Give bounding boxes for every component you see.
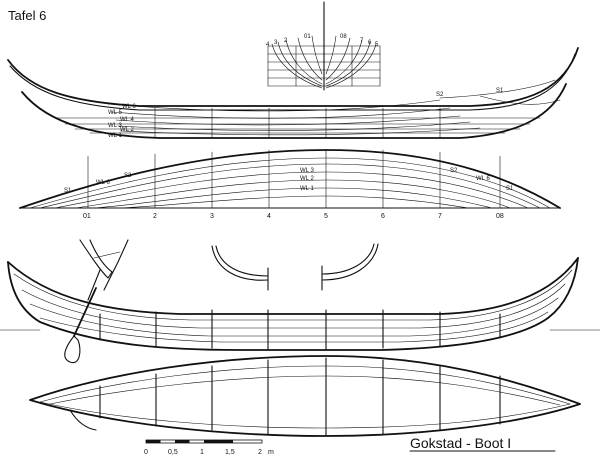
scale-tick: 0,5 (168, 449, 178, 456)
scale-tick: 2 (258, 449, 262, 456)
profile-view: WL 6 WL 5 WL 4 WL 3 WL 2 WL 1 S2 S1 (7, 47, 579, 139)
body-plan-right-label: 08 (340, 34, 347, 40)
drawing-caption: Gokstad - Boot I (410, 435, 511, 451)
station-label: 5 (324, 213, 328, 220)
body-plan-left-label: 01 (304, 34, 311, 40)
body-plan-left-label: 3 (274, 40, 278, 46)
hb-right-label: S2 (450, 168, 458, 174)
scale-unit: m (268, 449, 274, 456)
hb-wl-label: WL 3 (300, 168, 314, 174)
sheer-label: S2 (436, 92, 444, 98)
body-plan-right-label: 7 (360, 38, 364, 44)
body-plan-right-label: 6 (368, 40, 372, 46)
hb-right-label: WL 6 (476, 176, 490, 182)
cross-section-right (321, 243, 379, 291)
hb-left-label: S1 (64, 188, 72, 194)
hull-shell-view (29, 355, 581, 437)
wl-label: WL 3 (108, 123, 122, 129)
hb-wl-label: WL 1 (300, 186, 314, 192)
station-label: 7 (438, 213, 442, 220)
wl-label: WL 5 (108, 110, 122, 116)
body-plan-right-label: 5 (375, 42, 379, 48)
cross-section-left (211, 245, 269, 291)
body-plan: 4 3 2 01 08 7 6 5 (266, 1, 381, 91)
station-label: 2 (153, 213, 157, 220)
wl-label: WL 6 (122, 104, 136, 110)
hb-left-label: WL 6 (96, 180, 110, 186)
sheer-label: S1 (496, 88, 504, 94)
scale-tick: 1,5 (225, 449, 235, 456)
wl-label: WL 2 (120, 127, 134, 133)
hb-wl-label: WL 2 (300, 176, 314, 182)
station-label: 3 (210, 213, 214, 220)
station-label: 08 (496, 213, 504, 220)
station-label: 6 (381, 213, 385, 220)
wl-label: WL 1 (108, 133, 122, 139)
wl-label: WL 4 (120, 117, 134, 123)
plate-title: Tafel 6 (8, 8, 46, 23)
scale-tick: 1 (200, 449, 204, 456)
hb-left-label: S2 (124, 173, 132, 179)
station-label: 01 (83, 213, 91, 220)
rudder-detail (79, 239, 129, 301)
station-label: 4 (267, 213, 271, 220)
hb-right-label: S1 (506, 186, 514, 192)
half-breadth-view: WL 3 WL 2 WL 1 S1 WL 6 S2 S2 WL 6 S1 01 … (19, 149, 561, 220)
construction-profile (0, 257, 600, 364)
body-plan-left-label: 4 (266, 42, 270, 48)
body-plan-left-label: 2 (284, 38, 288, 44)
scale-tick: 0 (144, 449, 148, 456)
scale-bar: 0 0,5 1 1,5 2 m (144, 439, 274, 456)
